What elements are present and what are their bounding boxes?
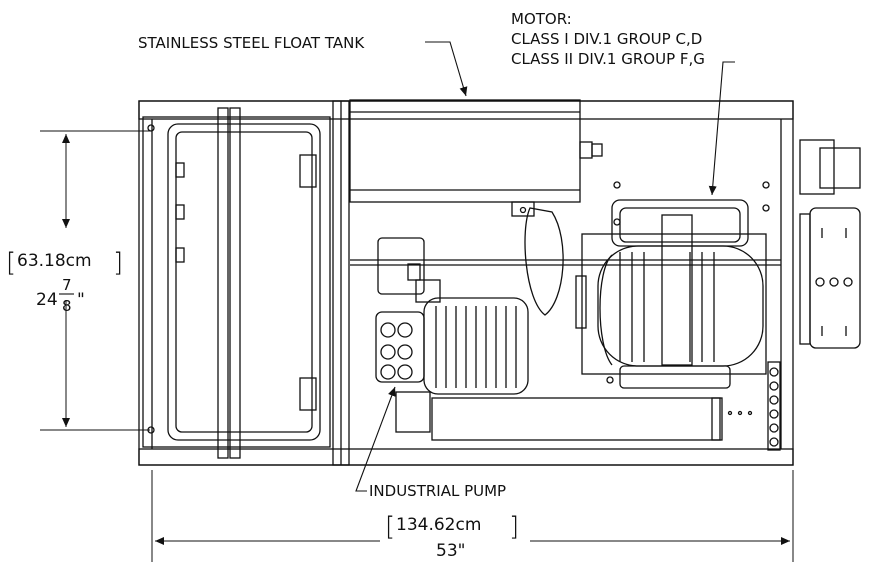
float-tank-leader bbox=[425, 41, 468, 97]
industrial-pump bbox=[375, 279, 529, 433]
motor-title-label: MOTOR: bbox=[511, 10, 572, 28]
width-open-bracket: [ bbox=[385, 512, 395, 542]
skid-frame bbox=[138, 100, 794, 466]
width-close-bracket: ] bbox=[509, 512, 519, 542]
height-inch-mark: " bbox=[77, 290, 85, 310]
motor-class2-label: CLASS II DIV.1 GROUP F,G bbox=[511, 50, 705, 68]
control-enclosure bbox=[142, 107, 331, 459]
height-close-bracket: ] bbox=[113, 248, 123, 278]
outlet-fittings bbox=[799, 139, 861, 349]
height-fraction-numerator: 7 bbox=[62, 276, 72, 294]
float-tank bbox=[349, 99, 603, 316]
motor-class1-label: CLASS I DIV.1 GROUP C,D bbox=[511, 30, 702, 48]
height-fraction-denominator: 8 bbox=[62, 297, 72, 315]
float-tank-label: STAINLESS STEEL FLOAT TANK bbox=[138, 34, 365, 52]
width-imperial-text: 53" bbox=[436, 541, 465, 561]
terminal-strip bbox=[767, 361, 781, 451]
motor bbox=[575, 181, 770, 389]
motor-leader bbox=[708, 61, 735, 196]
width-metric-text: 134.62cm bbox=[396, 515, 481, 535]
height-whole-text: 24 bbox=[36, 290, 58, 310]
pump-label: INDUSTRIAL PUMP bbox=[369, 482, 506, 500]
pump-leader bbox=[355, 386, 396, 492]
height-metric-text: 63.18cm bbox=[17, 251, 92, 271]
height-open-bracket: [ bbox=[6, 248, 16, 278]
